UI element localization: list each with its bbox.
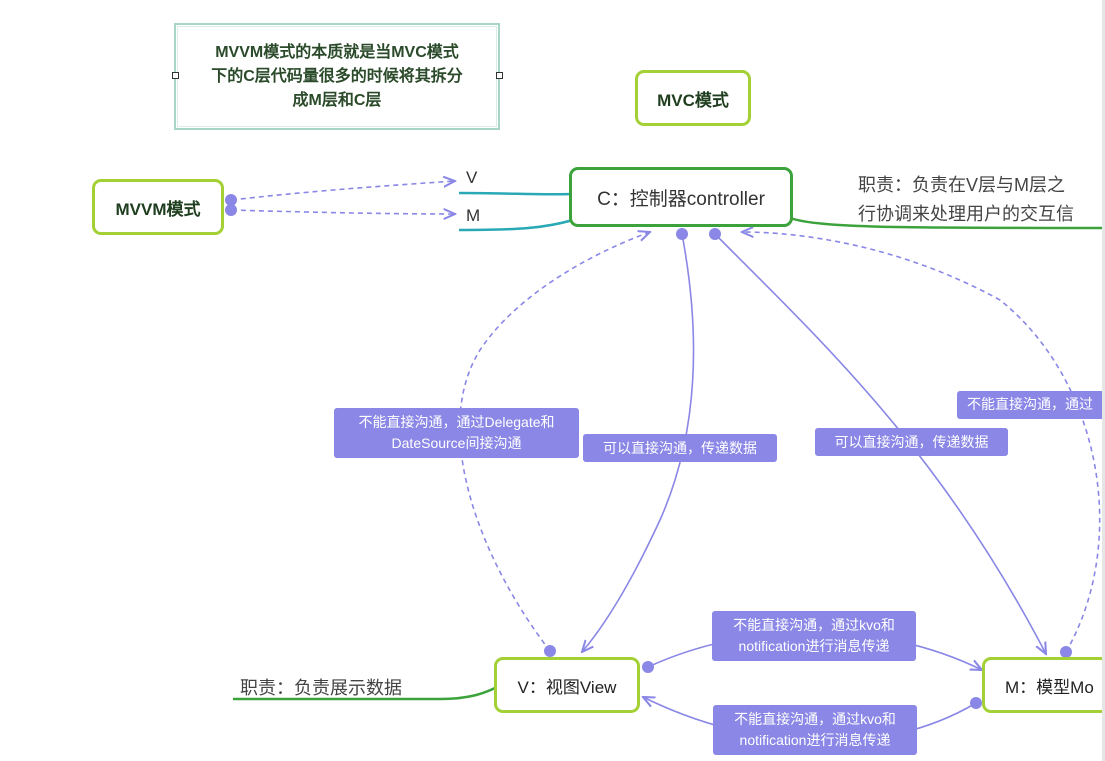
dot	[544, 645, 556, 657]
view-to-controller-dashed-arrow	[459, 232, 650, 652]
controller-resp-line	[789, 216, 1105, 230]
controller-resp-line-1: 职责：负责在V层与M层之	[858, 175, 1065, 195]
resize-handle-right[interactable]	[496, 72, 503, 79]
label-vm-bottom-line-1: 不能直接沟通，通过kvo和	[734, 711, 896, 727]
dot	[1060, 646, 1072, 658]
dot	[225, 204, 237, 216]
label-mc-indirect[interactable]: 不能直接沟通，通过	[957, 391, 1105, 419]
label-vm-top-line-1: 不能直接沟通，通过kvo和	[733, 617, 895, 633]
label-cv-indirect[interactable]: 不能直接沟通，通过Delegate和 DateSource间接沟通	[334, 408, 579, 458]
note-line-3: 成M层和C层	[292, 91, 382, 109]
v-branch-line	[458, 191, 573, 196]
model-to-controller-dashed-arrow	[742, 232, 1101, 653]
controller-responsibility[interactable]: 职责：负责在V层与M层之 行协调来处理用户的交互信	[858, 171, 1074, 229]
controller-to-view-arrow	[582, 233, 695, 652]
label-cv-indirect-line-1: 不能直接沟通，通过Delegate和	[358, 414, 555, 430]
mvc-mode-node[interactable]: MVC模式	[635, 70, 751, 126]
label-vm-bottom-line-2: notification进行消息传递	[739, 732, 891, 748]
mvvm-branch-v[interactable]: V	[466, 168, 478, 187]
label-vm-bottom[interactable]: 不能直接沟通，通过kvo和 notification进行消息传递	[713, 705, 917, 755]
mvvm-to-m-dashed-arrow	[231, 210, 455, 214]
view-responsibility[interactable]: 职责：负责展示数据	[240, 678, 402, 698]
label-vm-top[interactable]: 不能直接沟通，通过kvo和 notification进行消息传递	[712, 611, 916, 661]
dot	[970, 697, 982, 709]
view-node[interactable]: V：视图View	[494, 657, 640, 713]
resize-handle-left[interactable]	[172, 72, 179, 79]
label-cm-direct[interactable]: 可以直接沟通，传递数据	[815, 428, 1008, 456]
mvvm-branch-m[interactable]: M	[466, 206, 481, 225]
controller-to-model-arrow	[714, 233, 1046, 654]
model-node[interactable]: M：模型Mo	[982, 657, 1105, 713]
m-branch-line	[458, 218, 574, 232]
controller-node[interactable]: C：控制器controller	[569, 167, 793, 227]
mvvm-to-v-dashed-arrow	[231, 181, 455, 201]
dot	[642, 661, 654, 673]
label-vm-top-line-2: notification进行消息传递	[738, 638, 890, 654]
dot	[225, 194, 237, 206]
label-cv-indirect-line-2: DateSource间接沟通	[391, 435, 522, 451]
dot	[709, 228, 721, 240]
view-resp-line	[233, 685, 498, 701]
label-cv-direct[interactable]: 可以直接沟通，传递数据	[583, 434, 777, 462]
controller-resp-line-2: 行协调来处理用户的交互信	[858, 204, 1074, 224]
mvvm-note-box[interactable]: MVVM模式的本质就是当MVC模式 下的C层代码量很多的时候将其拆分 成M层和C…	[174, 23, 500, 130]
dot	[676, 228, 688, 240]
note-line-2: 下的C层代码量很多的时候将其拆分	[211, 67, 463, 85]
mvvm-mode-node[interactable]: MVVM模式	[92, 179, 224, 235]
vertical-scrollbar[interactable]	[1102, 0, 1105, 761]
note-line-1: MVVM模式的本质就是当MVC模式	[215, 43, 459, 61]
